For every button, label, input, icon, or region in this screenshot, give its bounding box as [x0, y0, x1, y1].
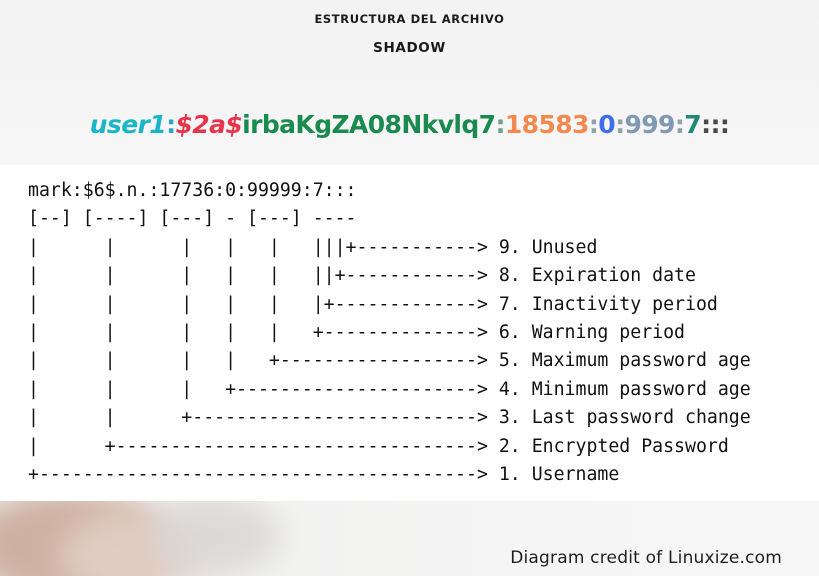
header-title: SHADOW [373, 40, 446, 56]
diagram-line: | +---------------------------------> 2.… [28, 435, 729, 457]
diagram-line: mark:$6$.n.:17736:0:99999:7::: [28, 180, 357, 201]
diagram-line: | | +--------------------------> 3. Last… [28, 407, 751, 429]
shadow-segment: : [674, 110, 685, 139]
diagram-line: | | | | | |+-------------> 7. Inactivity… [28, 293, 718, 315]
shadow-segment: 0 [598, 110, 616, 139]
shadow-field-diagram: mark:$6$.n.:17736:0:99999:7:::[--] [----… [28, 177, 751, 489]
diagram-line: [--] [----] [---] - [---] ---- [28, 208, 357, 230]
diagram-line: | | | | +------------------> 5. Maximum … [28, 350, 751, 372]
background-photo-band [0, 501, 819, 576]
shadow-segment: 999 [624, 110, 675, 139]
shadow-segment: ::: [701, 110, 730, 139]
diagram-box: mark:$6$.n.:17736:0:99999:7:::[--] [----… [0, 165, 819, 501]
shadow-segment: : [495, 110, 505, 139]
diagram-line: | | | +----------------------> 4. Minimu… [28, 378, 751, 400]
shadow-entry-example: user1:$2a$irbaKgZA08Nkvlq7:18583:0:999:7… [0, 110, 819, 139]
shadow-segment: $2a$ [175, 110, 243, 139]
shadow-segment: : [588, 110, 599, 139]
shadow-segment: user1 [89, 110, 167, 139]
header-background [0, 0, 819, 162]
shadow-segment: 18583 [504, 110, 590, 139]
shadow-segment: : [615, 110, 625, 139]
shadow-segment: 7 [684, 110, 702, 139]
shadow-segment: irbaKgZA08Nkvlq7 [242, 110, 496, 139]
diagram-line: | | | | | +--------------> 6. Warning pe… [28, 322, 685, 344]
header-kicker: ESTRUCTURA DEL ARCHIVO [314, 12, 505, 26]
diagram-line: | | | | | ||+------------> 8. Expiration… [28, 265, 696, 287]
shadow-segment: : [166, 110, 176, 139]
diagram-line: | | | | | |||+-----------> 9. Unused [28, 236, 598, 258]
blurred-photo-shape [150, 501, 280, 576]
diagram-credit: Diagram credit of Linuxize.com [510, 548, 782, 568]
diagram-line: +---------------------------------------… [28, 464, 620, 486]
